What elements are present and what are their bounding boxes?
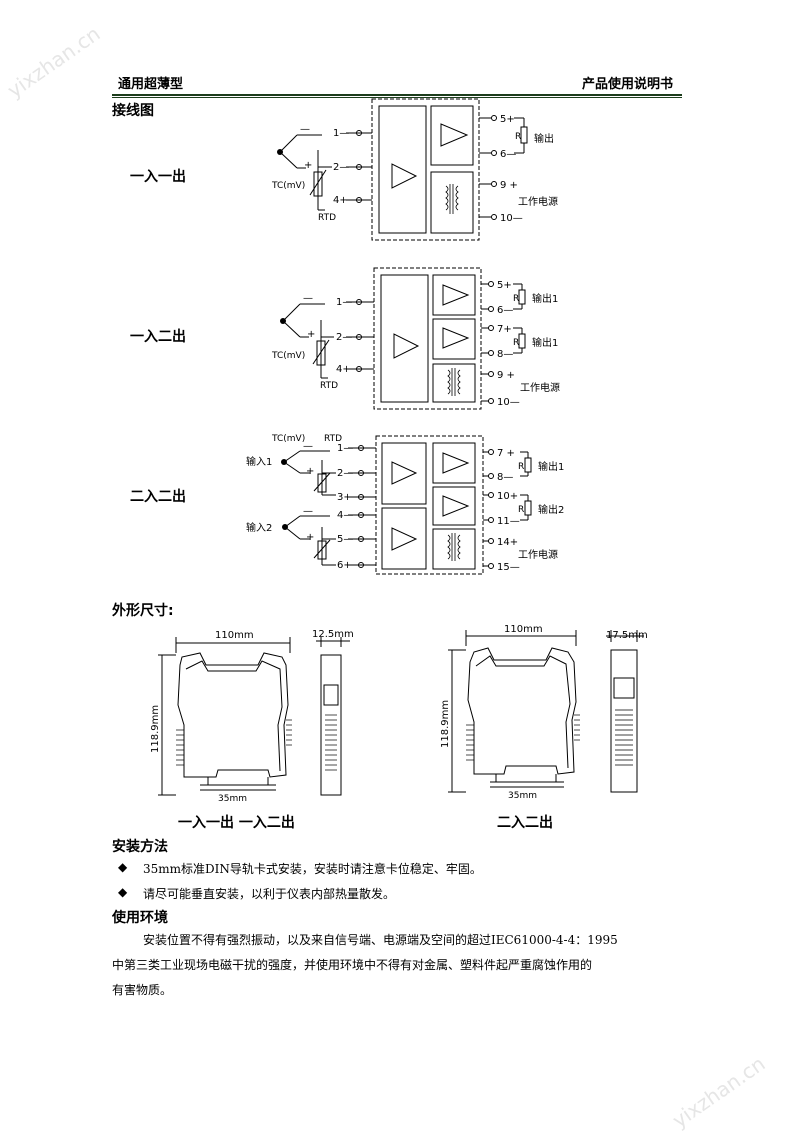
svg-text:35mm: 35mm: [508, 791, 537, 801]
svg-text:R: R: [518, 462, 524, 472]
svg-text:输入1: 输入1: [246, 455, 272, 468]
svg-text:3+: 3+: [337, 492, 352, 503]
svg-text:15—: 15—: [497, 562, 520, 573]
svg-text:17.5mm: 17.5mm: [606, 630, 648, 641]
svg-text:1—: 1—: [337, 443, 353, 454]
header-rule: [112, 97, 682, 98]
svg-text:110mm: 110mm: [215, 630, 254, 641]
svg-text:R: R: [513, 294, 519, 304]
svg-text:7 +: 7 +: [497, 448, 515, 459]
svg-text:TC(mV): TC(mV): [271, 351, 305, 361]
caption-right: 二入二出: [497, 815, 553, 831]
install-item-1: 35mm标准DIN导轨卡式安装，安装时请注意卡位稳定、牢固。: [143, 862, 482, 876]
caption-left: 一入一出 一入二出: [178, 815, 295, 831]
svg-text:RTD: RTD: [324, 434, 342, 444]
svg-text:8—: 8—: [497, 349, 513, 360]
env-line-3: 有害物质。: [112, 983, 173, 997]
svg-text:110mm: 110mm: [504, 624, 543, 635]
svg-text:10+: 10+: [497, 491, 518, 502]
wiring-diagram-one-in-one-out: 1— 2— 4+ — + TC(mV) RTD 5+ 6— 9 + 10— R …: [271, 98, 558, 241]
d1-in-term-1: 1—: [333, 128, 349, 139]
svg-text:2—: 2—: [336, 332, 352, 343]
watermark: yixzhan.cn: [667, 1051, 770, 1133]
svg-text:14+: 14+: [497, 537, 518, 548]
d1-in-term-4: 4+: [333, 195, 348, 206]
svg-text:RTD: RTD: [320, 381, 338, 391]
d1-out-term-10: 10—: [500, 213, 523, 224]
bullet-icon: ◆: [118, 860, 128, 874]
d1-out-term-9: 9 +: [500, 180, 518, 191]
svg-text:—: —: [303, 506, 313, 517]
svg-text:工作电源: 工作电源: [520, 381, 560, 394]
svg-text:12.5mm: 12.5mm: [312, 629, 354, 640]
svg-text:4+: 4+: [336, 364, 351, 375]
d1-power-label: 工作电源: [518, 195, 558, 208]
label-two-in-two-out: 二入二出: [130, 489, 186, 505]
svg-text:8—: 8—: [497, 472, 513, 483]
svg-text:2—: 2—: [337, 468, 353, 479]
svg-text:输出1: 输出1: [532, 336, 558, 349]
svg-text:9 +: 9 +: [497, 370, 515, 381]
install-item-2: 请尽可能垂直安装，以利于仪表内部热量散发。: [143, 887, 396, 901]
svg-text:5+: 5+: [497, 280, 512, 291]
env-line-1: 安装位置不得有强烈振动，以及来自信号端、电源端及空间的超过IEC61000-4-…: [143, 933, 618, 947]
svg-text:输出1: 输出1: [538, 460, 564, 473]
d1-in-term-2: 2—: [333, 162, 349, 173]
dimension-drawing-right: 110mm 17.5mm 35mm 118.9mm: [440, 624, 648, 801]
svg-text:—: —: [300, 124, 310, 135]
header-right: 产品使用说明书: [582, 77, 674, 92]
svg-text:118.9mm: 118.9mm: [440, 700, 451, 748]
svg-text:工作电源: 工作电源: [518, 548, 558, 561]
dimension-drawing-left: 110mm 12.5mm 35mm 118.9mm: [150, 629, 354, 804]
svg-text:R: R: [513, 338, 519, 348]
svg-text:R: R: [518, 505, 524, 515]
svg-text:+: +: [307, 329, 315, 340]
svg-text:+: +: [306, 532, 314, 543]
svg-text:+: +: [306, 466, 314, 477]
d1-rtd-label: RTD: [318, 213, 336, 223]
label-one-in-one-out: 一入一出: [130, 169, 186, 185]
wiring-diagram-two-in-two-out: TC(mV) RTD 输入1 输入2 1— 2— 3+ 4— 5— 6+ — +…: [246, 434, 564, 575]
env-line-2: 中第三类工业现场电磁干扰的强度，并使用环境中不得有对金属、塑料件起严重腐蚀作用的: [112, 958, 593, 972]
svg-text:6+: 6+: [337, 560, 352, 571]
svg-text:1—: 1—: [336, 297, 352, 308]
header-left: 通用超薄型: [118, 77, 184, 92]
wiring-title: 接线图: [112, 103, 154, 119]
svg-text:11—: 11—: [497, 516, 520, 527]
d1-out-term-6: 6—: [500, 149, 516, 160]
svg-text:输入2: 输入2: [246, 521, 272, 534]
svg-text:10—: 10—: [497, 397, 520, 408]
svg-text:7+: 7+: [497, 324, 512, 335]
svg-text:输出2: 输出2: [538, 503, 564, 516]
svg-text:—: —: [303, 441, 313, 452]
install-title: 安装方法: [112, 839, 168, 855]
svg-text:5—: 5—: [337, 534, 353, 545]
header-rule: [112, 94, 682, 96]
svg-text:TC(mV): TC(mV): [271, 434, 305, 444]
env-title: 使用环境: [112, 910, 168, 926]
svg-text:+: +: [304, 160, 312, 171]
svg-text:6—: 6—: [497, 305, 513, 316]
svg-text:R: R: [515, 132, 521, 142]
svg-text:35mm: 35mm: [218, 794, 247, 804]
svg-text:输出1: 输出1: [532, 292, 558, 305]
d1-output-label: 输出: [534, 132, 554, 145]
svg-text:118.9mm: 118.9mm: [150, 705, 161, 753]
d1-out-term-5: 5+: [500, 114, 515, 125]
d1-tc-label: TC(mV): [271, 181, 305, 191]
dimensions-title: 外形尺寸:: [112, 603, 174, 619]
bullet-icon: ◆: [118, 885, 128, 899]
wiring-diagram-one-in-two-out: 1— 2— 4+ — + TC(mV) RTD 5+ 6— 7+ 8— 9 + …: [271, 267, 560, 410]
svg-text:4—: 4—: [337, 510, 353, 521]
svg-text:—: —: [303, 293, 313, 304]
label-one-in-two-out: 一入二出: [130, 329, 186, 345]
